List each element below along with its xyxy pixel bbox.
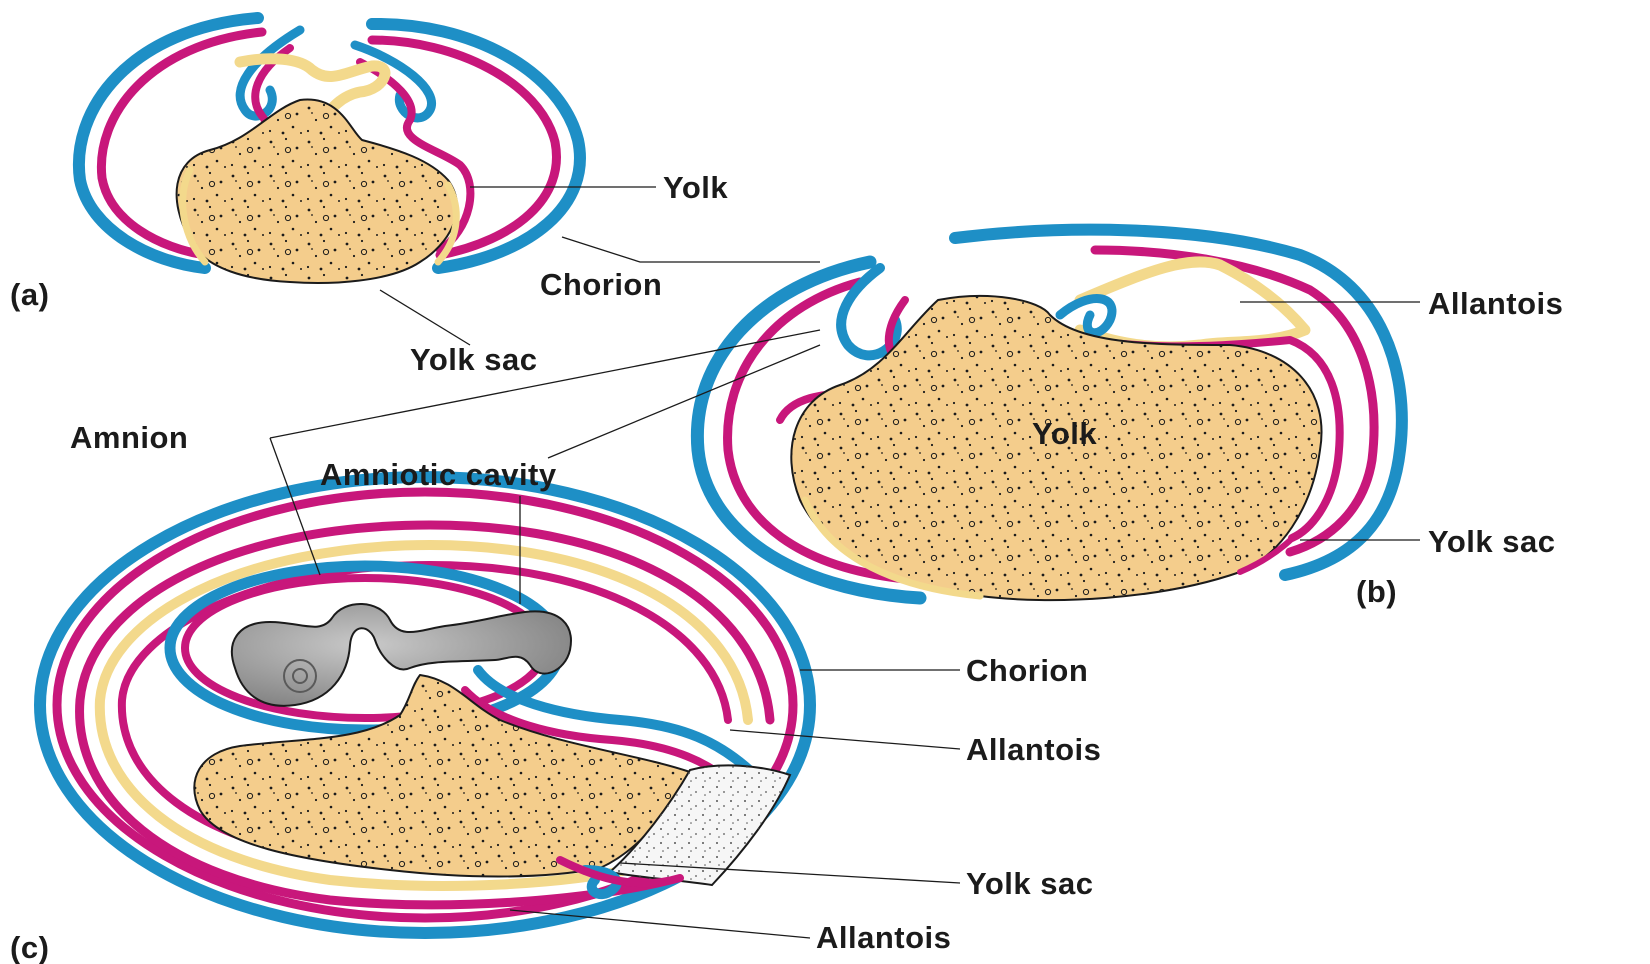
panel-a bbox=[79, 18, 580, 283]
panel-b bbox=[697, 230, 1401, 600]
label-c-yolk-sac: Yolk sac bbox=[966, 866, 1094, 901]
label-amnion: Amnion bbox=[70, 420, 188, 455]
panel-c-embryo bbox=[232, 604, 571, 706]
label-b-yolk-inner: Yolk bbox=[1032, 416, 1097, 451]
panel-c-letter: (c) bbox=[10, 930, 49, 964]
leader-c-allantois-upper bbox=[730, 730, 960, 749]
panel-c bbox=[40, 477, 810, 933]
label-c-chorion: Chorion bbox=[966, 653, 1088, 688]
label-amniotic-cavity: Amniotic cavity bbox=[320, 457, 557, 492]
panel-b-letter: (b) bbox=[1356, 574, 1397, 609]
label-b-allantois: Allantois bbox=[1428, 286, 1563, 321]
label-b-yolk-sac: Yolk sac bbox=[1428, 524, 1556, 559]
label-a-yolk: Yolk bbox=[663, 170, 728, 205]
panel-a-yolk-texture bbox=[177, 100, 457, 283]
label-c-allantois-lower: Allantois bbox=[816, 920, 951, 955]
label-c-allantois-upper: Allantois bbox=[966, 732, 1101, 767]
label-a-yolk-sac: Yolk sac bbox=[410, 342, 538, 377]
panel-a-letter: (a) bbox=[10, 277, 49, 312]
leader-a-yolk-sac bbox=[380, 290, 470, 345]
leader-a-chorion bbox=[562, 237, 820, 262]
label-a-chorion: Chorion bbox=[540, 267, 662, 302]
leader-amniotic-cavity-b bbox=[548, 345, 820, 458]
